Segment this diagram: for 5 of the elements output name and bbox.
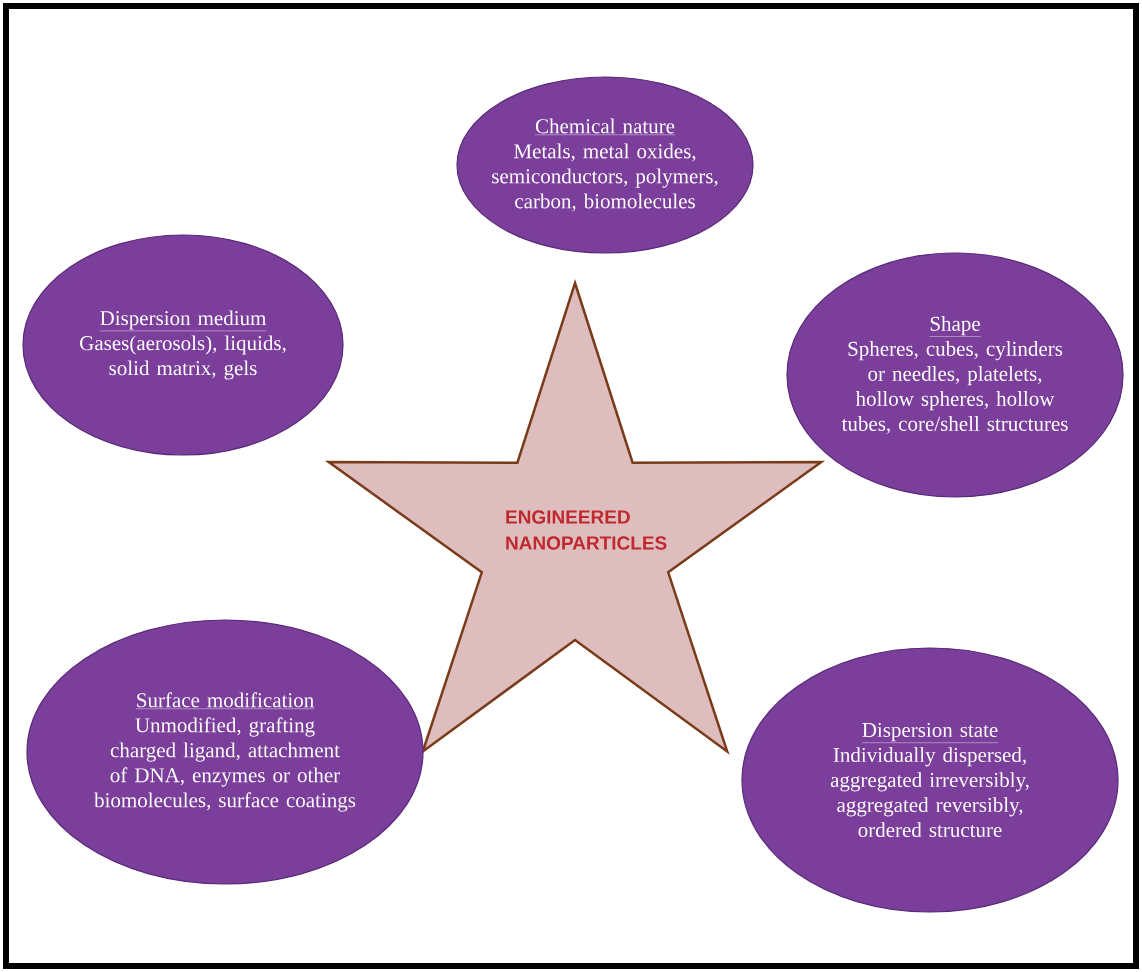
ellipse-box: Chemical nature Metals, metal oxides, semiconductors, polymers, carbon, biomolecules xyxy=(456,76,754,254)
ellipse-box: Dispersion medium Gases(aerosols), liquids, solid matrix, gels xyxy=(22,234,344,456)
ellipse-box: Shape Spheres, cubes, cylinders or needles, platelets, hollow spheres, hollow tubes, core/shell structures xyxy=(786,252,1124,498)
ellipse-box: Dispersion state Individually dispersed, aggregated irreversibly, aggregated reversibly, ordered structure xyxy=(741,647,1119,913)
ellipse-box: Surface modification Unmodified, grafting charged ligand, attachment of DNA, enzymes or other biomolecules, surface coatings xyxy=(26,619,424,885)
